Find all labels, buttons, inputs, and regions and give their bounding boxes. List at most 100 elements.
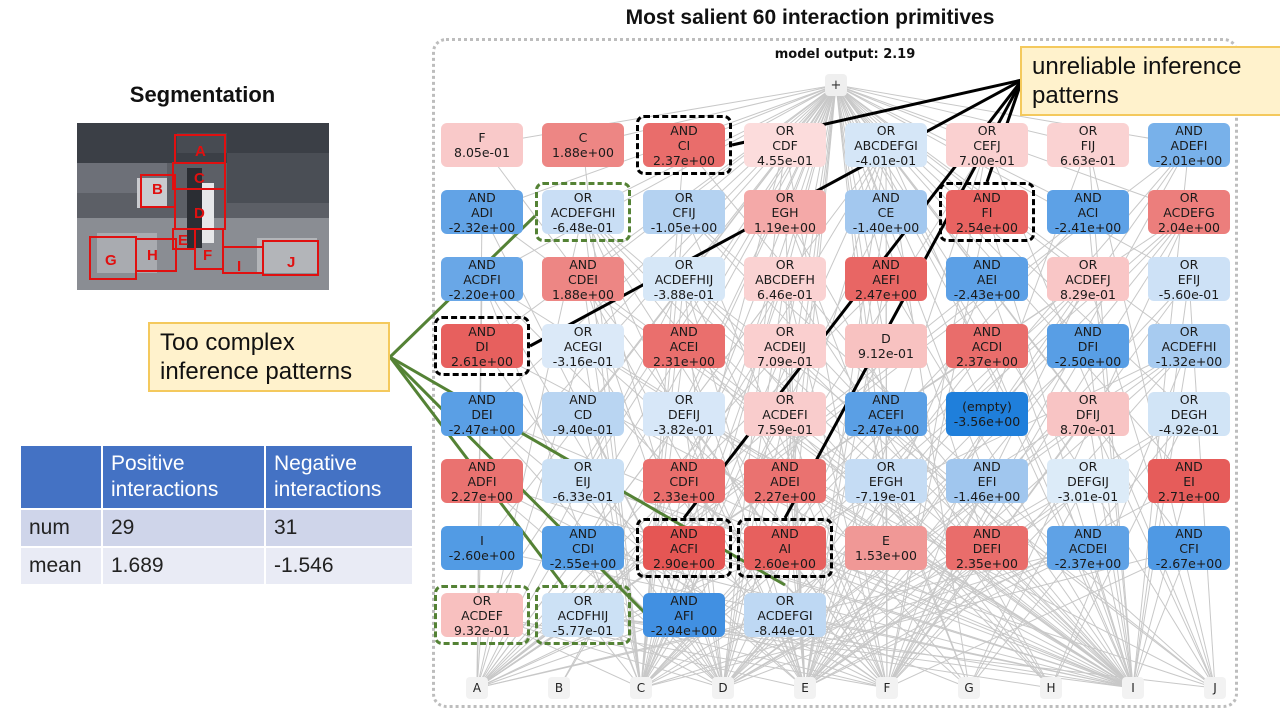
node-operator: OR xyxy=(1179,324,1199,339)
node-value: -6.48e-01 xyxy=(552,219,614,235)
node-value: -5.60e-01 xyxy=(1158,286,1220,302)
node-value: 2.47e+00 xyxy=(855,286,917,302)
node-set: CDI xyxy=(571,540,595,556)
node-set: (empty) xyxy=(962,399,1012,414)
node-operator: OR xyxy=(1078,459,1098,474)
edge-to-leaf xyxy=(722,547,988,689)
edge-to-leaf xyxy=(1132,480,1190,689)
stats-table: Positive interactions Negative interacti… xyxy=(21,446,414,584)
leaf-node: F xyxy=(876,677,898,699)
edge-to-leaf xyxy=(885,480,888,689)
node-value: 4.55e-01 xyxy=(757,152,813,168)
edge-to-leaf xyxy=(886,480,988,689)
leaf-node: J xyxy=(1204,677,1226,699)
node-operator: AND xyxy=(771,526,799,541)
node-operator: AND xyxy=(468,190,496,205)
node-value: -5.77e-01 xyxy=(552,622,614,638)
node-operator: AND xyxy=(670,459,698,474)
root-node: + xyxy=(825,74,847,96)
edge-to-leaf xyxy=(784,345,1134,689)
unreliable-highlight-box xyxy=(939,182,1035,242)
node-value: -7.19e-01 xyxy=(855,488,917,504)
edge-to-leaf xyxy=(640,547,1190,689)
node-operator: AND xyxy=(670,324,698,339)
leaf-node: A xyxy=(466,677,488,699)
node-set: ACDFHIJ xyxy=(557,607,609,623)
unreliable-highlight-box xyxy=(434,316,530,376)
node-value: -3.01e-01 xyxy=(1057,488,1119,504)
leaf-node: D xyxy=(712,677,734,699)
node-operator: OR xyxy=(674,190,694,205)
edge-to-root xyxy=(582,84,837,280)
edge-to-leaf xyxy=(476,547,786,689)
node-value: -1.32e+00 xyxy=(1155,353,1223,369)
node-value: 8.29e-01 xyxy=(1060,286,1116,302)
node-value: -2.32e+00 xyxy=(448,219,516,235)
node-operator: OR xyxy=(1179,257,1199,272)
node-set: EI xyxy=(1183,473,1195,489)
node-operator: OR xyxy=(674,392,694,407)
node-set: CDF xyxy=(772,137,798,153)
edge-to-leaf xyxy=(722,547,1089,689)
node-operator: AND xyxy=(1175,123,1203,138)
node-set: ACDEFHI xyxy=(1161,338,1217,354)
node-set: EFI xyxy=(977,473,997,489)
node-set: ACDEFHIJ xyxy=(654,271,714,287)
table-cell: 29 xyxy=(102,508,266,547)
edge-to-leaf xyxy=(722,480,1089,689)
node-operator: OR xyxy=(1179,392,1199,407)
node-value: 7.00e-01 xyxy=(959,152,1015,168)
node-value: -2.01e+00 xyxy=(1155,152,1223,168)
node-operator: OR xyxy=(775,392,795,407)
node-value: 2.61e+00 xyxy=(451,353,513,369)
edge-to-leaf xyxy=(885,144,970,689)
node-value: -4.01e-01 xyxy=(855,152,917,168)
node-set: ABCDEFGI xyxy=(854,137,918,153)
node-operator: OR xyxy=(775,257,795,272)
node-set: EFIJ xyxy=(1177,271,1201,287)
node-set: ABCDEFH xyxy=(755,271,815,287)
node-operator: OR xyxy=(573,593,593,608)
node-value: -1.46e+00 xyxy=(953,488,1021,504)
table-cell: mean xyxy=(21,546,103,584)
node-value: -1.40e+00 xyxy=(852,219,920,235)
node-value: -2.47e+00 xyxy=(852,421,920,437)
node-operator: AND xyxy=(1074,526,1102,541)
edge-to-leaf xyxy=(481,480,1134,689)
edge-to-leaf xyxy=(986,547,1134,689)
node-operator: OR xyxy=(977,123,997,138)
node-operator: OR xyxy=(1078,392,1098,407)
edge-to-leaf xyxy=(640,480,685,689)
node-value: -3.56e+00 xyxy=(953,414,1021,429)
edge-to-leaf xyxy=(582,614,888,689)
edge-to-root xyxy=(835,84,1089,146)
node-value: -3.82e-01 xyxy=(653,421,715,437)
node-set: F xyxy=(478,130,486,145)
node-value: 2.04e+00 xyxy=(1158,219,1220,235)
node-set: ACDEFGHI xyxy=(550,204,616,220)
node-set: CDEI xyxy=(568,271,598,287)
node-set: ADFI xyxy=(467,473,497,489)
node-value: 1.88e+00 xyxy=(552,145,614,160)
callout-unreliable: unreliable inference patterns xyxy=(1020,46,1280,116)
edge-to-leaf xyxy=(784,614,1134,689)
